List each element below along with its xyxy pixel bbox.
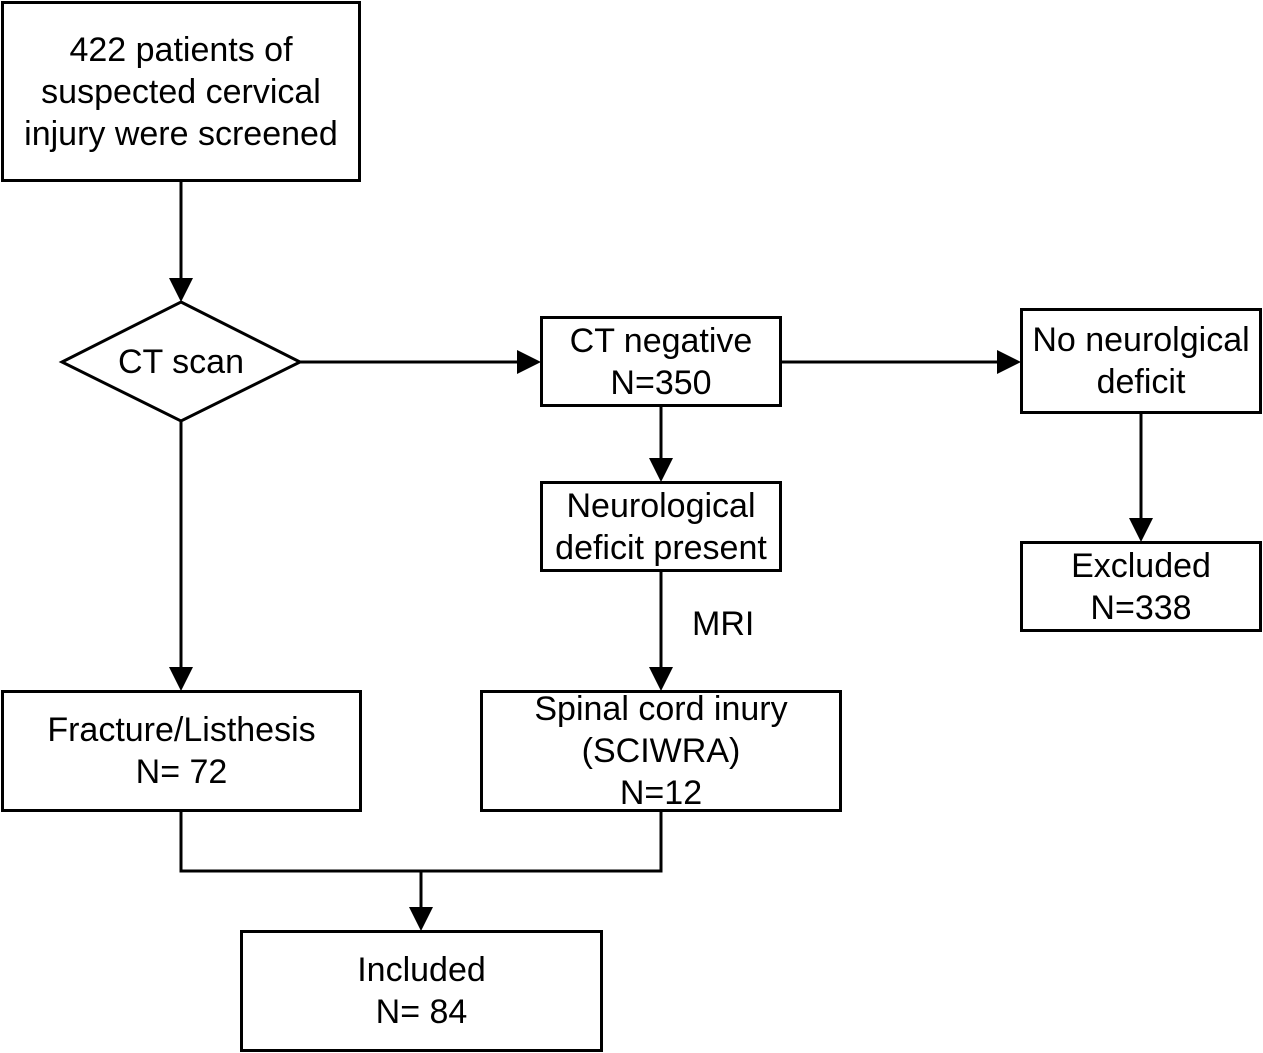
edge-merge-to-included: [179, 811, 663, 873]
deficit-present-line-2: deficit present: [555, 528, 767, 567]
arrowhead-deficit: [649, 458, 673, 482]
screened-line-3: injury were screened: [24, 114, 338, 153]
screened-box: 422 patients of suspected cervical injur…: [1, 1, 361, 182]
deficit-present-line-1: Neurological: [566, 486, 756, 525]
no-deficit-box: No neurolgical deficit: [1020, 308, 1262, 414]
mri-label: MRI: [692, 605, 755, 643]
arrowhead-included: [409, 907, 433, 931]
fracture-box: Fracture/Listhesis N= 72: [1, 690, 362, 812]
excluded-line-1: Excluded: [1071, 546, 1211, 585]
fracture-line-2: N= 72: [135, 753, 228, 791]
excluded-line-2: N=338: [1090, 588, 1192, 627]
arrowhead-excluded: [1129, 518, 1153, 542]
included-box: Included N= 84: [240, 930, 603, 1052]
screened-line-1: 422 patients of: [69, 30, 293, 69]
arrowhead-sciwra: [649, 667, 673, 691]
sciwra-line-3: N=12: [619, 774, 703, 812]
fracture-line-1: Fracture/Listhesis: [47, 711, 316, 749]
sciwra-line-1: Spinal cord inury: [534, 690, 788, 728]
ct-negative-line-1: CT negative: [569, 321, 753, 360]
sciwra-box: Spinal cord inury (SCIWRA) N=12: [480, 690, 842, 812]
ct-negative-box: CT negative N=350: [540, 316, 782, 407]
sciwra-line-2: (SCIWRA): [581, 732, 741, 770]
arrowhead-ctnegative: [517, 350, 541, 374]
arrowhead-ctscan: [169, 278, 193, 302]
ct-negative-line-2: N=350: [610, 363, 712, 402]
no-deficit-line-2: deficit: [1096, 363, 1186, 401]
ct-scan-label: CT scan: [118, 342, 244, 381]
excluded-box: Excluded N=338: [1020, 541, 1262, 632]
arrowhead-nodeficit: [997, 350, 1021, 374]
deficit-present-box: Neurological deficit present: [540, 481, 782, 572]
arrowhead-fracture: [169, 667, 193, 691]
screened-line-2: suspected cervical: [41, 72, 321, 111]
included-line-1: Included: [357, 951, 486, 989]
included-line-2: N= 84: [375, 993, 468, 1031]
no-deficit-line-1: No neurolgical: [1032, 321, 1250, 359]
